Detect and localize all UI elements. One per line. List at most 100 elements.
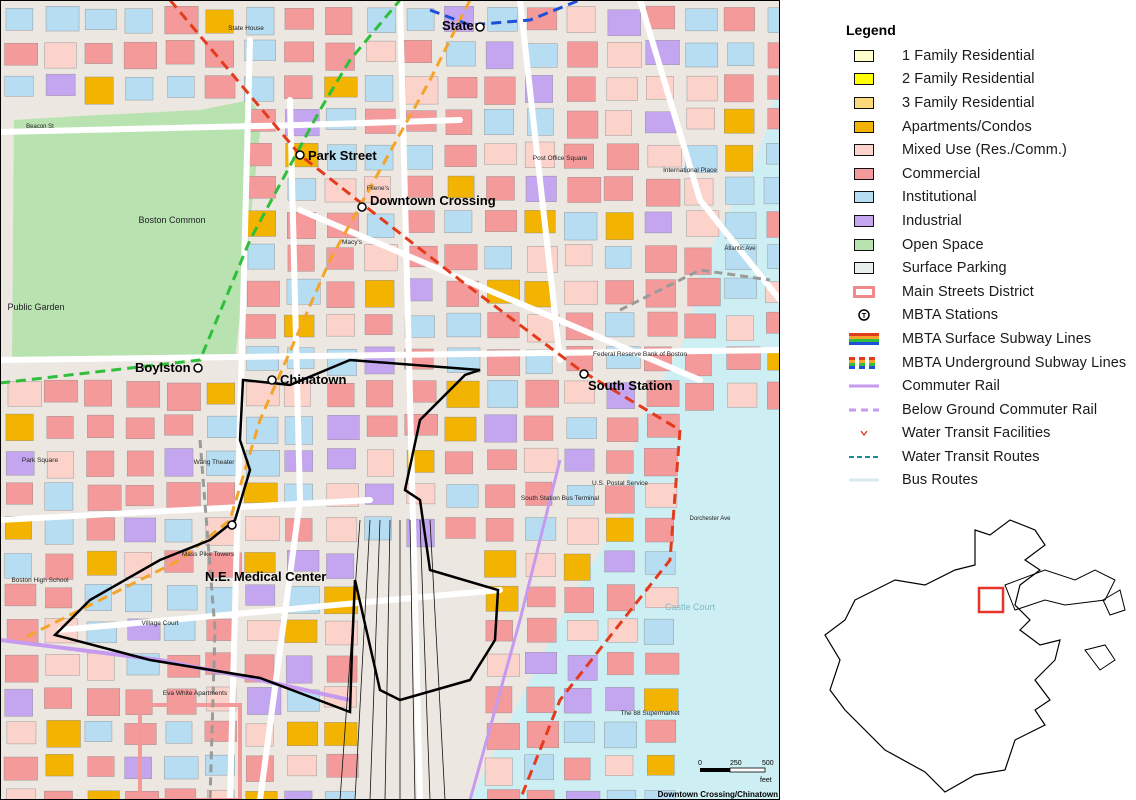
parcel <box>487 380 518 408</box>
parcel <box>445 517 476 539</box>
parcel <box>646 413 680 438</box>
parcel <box>563 688 592 714</box>
parcel <box>564 280 598 305</box>
land-use-parcels <box>3 5 780 800</box>
parcel <box>567 620 599 641</box>
legend-symbol-icon: T <box>846 308 882 322</box>
neighborhood-map[interactable]: Boston Common Public Garden State House … <box>0 0 780 800</box>
label-boston-common: Boston Common <box>138 215 205 225</box>
parcel <box>166 585 198 611</box>
parcel <box>446 380 480 408</box>
legend-label: Below Ground Commuter Rail <box>902 401 1098 418</box>
study-area-boundary <box>52 358 500 714</box>
station-park-street: Park Street <box>308 148 377 163</box>
parcel <box>167 76 195 98</box>
parcel <box>767 7 780 33</box>
parcel <box>645 652 680 675</box>
label-street-atlantic: Atlantic Ave <box>724 246 756 252</box>
parcel <box>45 754 74 777</box>
parcel <box>6 788 36 800</box>
legend-symbol-icon <box>846 49 882 63</box>
parcel <box>244 552 276 573</box>
legend-row: 1 Family Residential <box>846 44 1136 68</box>
parcel <box>404 315 435 338</box>
legend-row: Below Ground Commuter Rail <box>846 398 1136 422</box>
parcel <box>164 6 199 35</box>
parcel <box>206 789 235 800</box>
parcel <box>87 756 115 777</box>
parcel <box>605 312 635 338</box>
parcel <box>46 720 81 748</box>
parcel <box>447 77 478 99</box>
parcel <box>484 757 513 786</box>
legend-symbol-icon <box>846 96 882 110</box>
parcel <box>405 145 433 170</box>
parcel <box>207 415 238 438</box>
parcel <box>607 652 634 676</box>
parcel <box>605 110 632 136</box>
legend-label: 3 Family Residential <box>902 94 1035 111</box>
parcel <box>686 107 715 130</box>
parcel <box>603 176 633 201</box>
parcel <box>525 652 558 675</box>
legend-label: Bus Routes <box>902 472 978 489</box>
svg-text:0: 0 <box>698 760 702 767</box>
legend-row: Bus Routes <box>846 469 1136 493</box>
legend-symbol-icon <box>846 238 882 252</box>
parcel <box>447 175 475 199</box>
legend-symbol-icon <box>846 332 882 346</box>
legend-row: MBTA Surface Subway Lines <box>846 327 1136 351</box>
legend-row: Water Transit Facilities <box>846 422 1136 446</box>
parcel <box>124 8 153 34</box>
parcel <box>246 6 275 36</box>
parcel <box>644 448 678 477</box>
parcel <box>324 586 358 615</box>
place-labels: Boston Common Public Garden State House … <box>7 25 756 717</box>
station-ne-medical-center: N.E. Medical Center <box>205 569 326 584</box>
parcel <box>44 516 74 545</box>
parcel <box>4 583 37 607</box>
parcel <box>647 144 682 168</box>
parcel <box>605 212 634 241</box>
parcel <box>446 41 476 67</box>
parcel <box>487 789 521 800</box>
legend-label: Institutional <box>902 189 977 206</box>
legend-row: Apartments/Condos <box>846 115 1136 139</box>
parcel <box>607 618 638 643</box>
legend-label: Apartments/Condos <box>902 118 1032 135</box>
parcel <box>5 451 35 476</box>
parcel <box>45 553 74 580</box>
legend-label: Commercial <box>902 165 981 182</box>
parcel <box>4 688 33 717</box>
parcel <box>165 40 195 65</box>
station-chinatown: Chinatown <box>280 372 346 387</box>
parcel <box>366 415 398 437</box>
legend-row: Commercial <box>846 162 1136 186</box>
parcel <box>647 311 678 337</box>
east-boston-outline <box>1004 569 1116 611</box>
scale-bar: 0 250 500 feet <box>698 760 774 784</box>
parcel <box>324 722 358 746</box>
parcel <box>766 311 780 334</box>
parcel <box>564 448 595 472</box>
parcel <box>126 450 154 477</box>
parcel <box>766 143 780 165</box>
parcel <box>285 655 313 684</box>
parcel <box>204 75 236 99</box>
parcel <box>565 790 601 800</box>
parcel <box>5 413 34 441</box>
parcel <box>726 315 754 341</box>
legend-row: Water Transit Routes <box>846 445 1136 469</box>
label-gillette: The 88 Supermarket <box>620 710 679 717</box>
parcel <box>86 688 120 716</box>
parcel <box>247 620 281 641</box>
parcel <box>166 688 197 715</box>
parcel <box>485 41 514 70</box>
parcel <box>725 144 754 172</box>
label-i90: Village Court <box>141 620 178 627</box>
parcel <box>684 313 717 339</box>
parcel <box>444 416 477 442</box>
parcel <box>4 553 32 579</box>
